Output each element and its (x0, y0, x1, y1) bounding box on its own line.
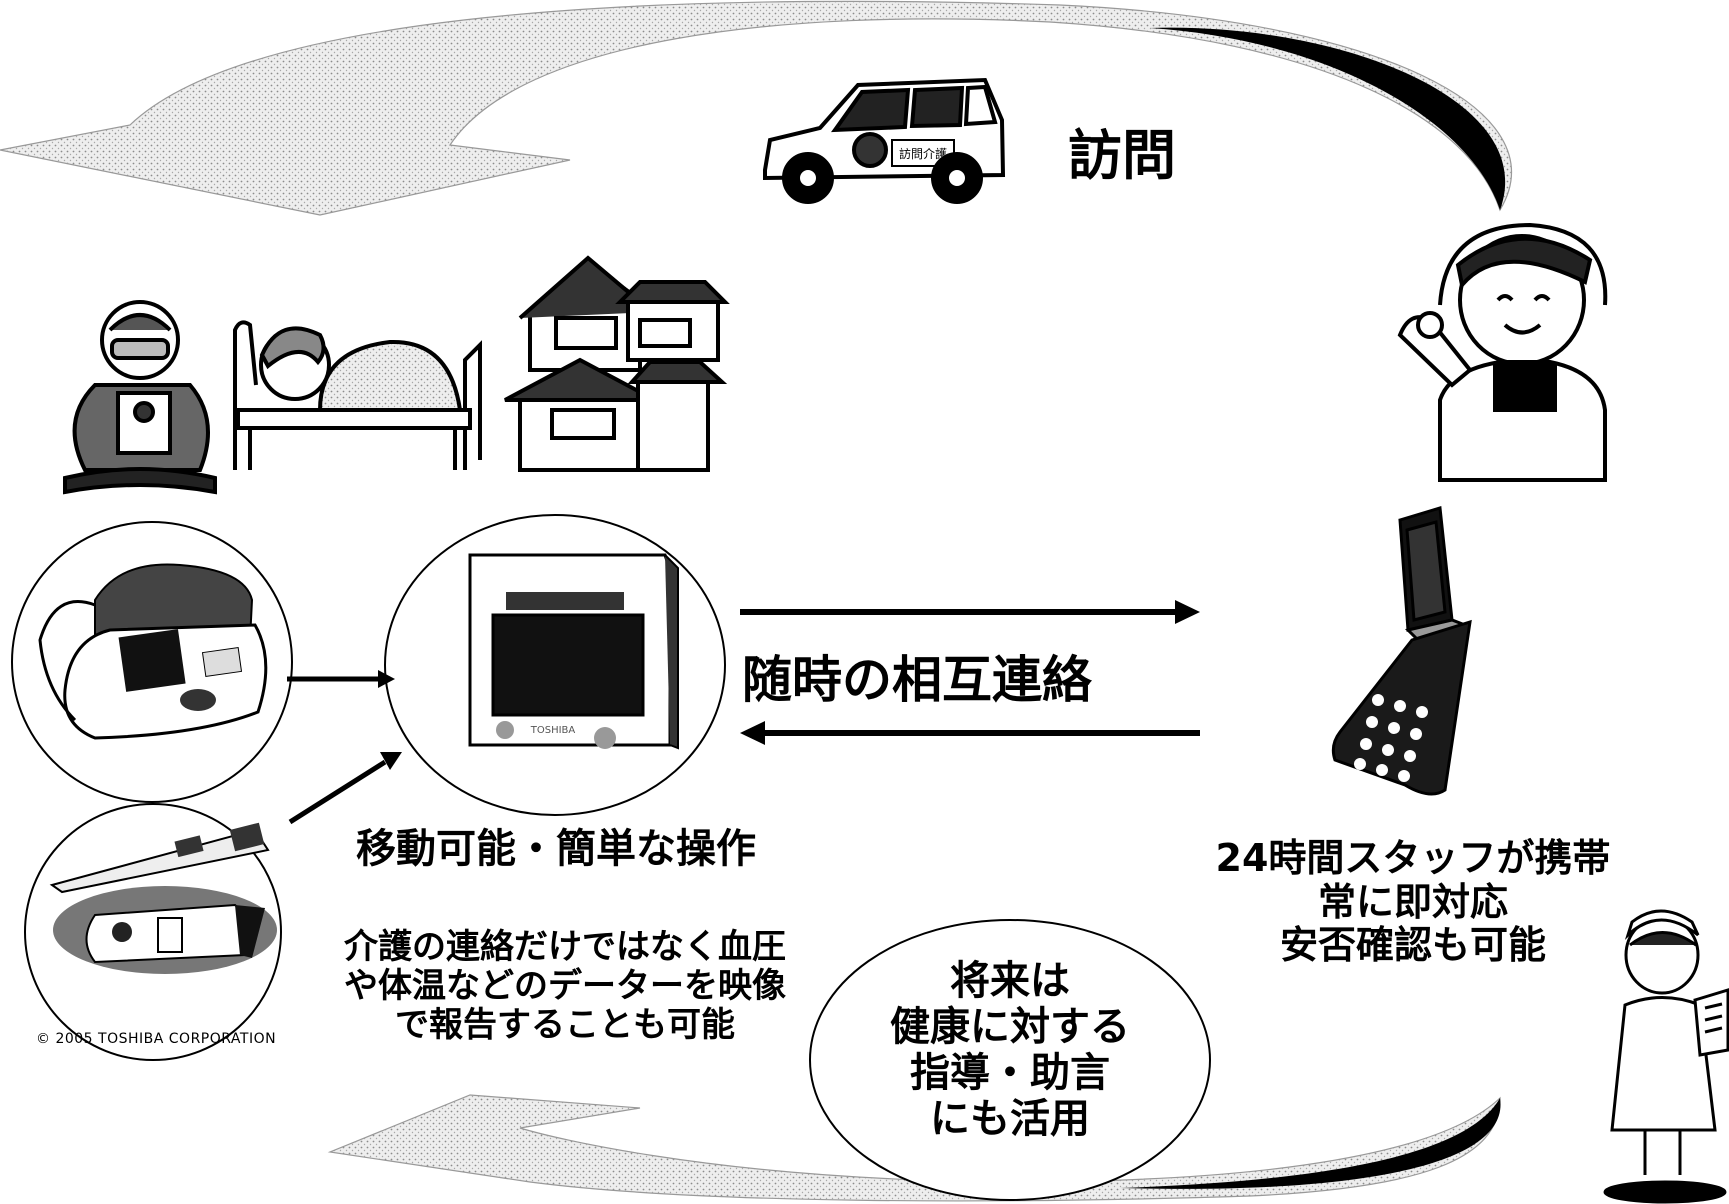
arrow-phone-to-terminal (740, 721, 1200, 745)
visiting-van-illustration: 訪問介護 (763, 77, 1006, 204)
house-illustration (504, 255, 730, 472)
blood-pressure-monitor-circle (11, 521, 293, 803)
future-label: 将来は 健康に対する 指導・助言 にも活用 (825, 958, 1195, 1142)
future-line: 健康に対する (890, 1004, 1130, 1050)
visit-label: 訪問 (1068, 124, 1176, 187)
mobile-operation-label: 移動可能・簡単な操作 (356, 826, 756, 872)
future-line: 将来は (950, 958, 1070, 1004)
bedridden-person-illustration (233, 320, 482, 470)
elderly-man-illustration (63, 300, 217, 495)
mobile-phone-illustration (1331, 506, 1472, 796)
bottom-curved-arrow (327, 1094, 1501, 1202)
communication-terminal-circle: TOSHIBA (384, 514, 726, 816)
arrow-terminal-to-phone (740, 600, 1200, 624)
device-brand-text: TOSHIBA (530, 725, 576, 736)
staff-line: 24時間スタッフが携帯 (1215, 836, 1611, 880)
caregiver-illustration (1397, 222, 1608, 482)
video-report-line: や体温などのデーターを映像 (344, 966, 786, 1007)
van-sign-text: 訪問介護 (899, 146, 947, 161)
arrow-bp-to-terminal (287, 670, 395, 688)
staff-label: 24時間スタッフが携帯 常に即対応 安否確認も可能 (1198, 836, 1628, 968)
top-curved-arrow (0, 0, 1512, 216)
staff-line: 安否確認も可能 (1279, 923, 1546, 968)
thermometer-circle (24, 803, 282, 1061)
future-ellipse (809, 919, 1211, 1201)
nurse-illustration (1603, 909, 1729, 1204)
video-report-line: で報告することも可能 (395, 1005, 735, 1046)
future-line: にも活用 (930, 1096, 1090, 1142)
mutual-contact-label: 随時の相互連絡 (742, 651, 1092, 709)
video-report-line: 介護の連絡だけではなく血圧 (344, 927, 786, 967)
video-report-label: 介護の連絡だけではなく血圧 や体温などのデーターを映像 で報告することも可能 (320, 927, 810, 1046)
future-line: 指導・助言 (910, 1050, 1110, 1096)
copyright-label: © 2005 TOSHIBA CORPORATION (36, 1031, 277, 1047)
arrow-thermometer-to-terminal (288, 752, 402, 825)
staff-line: 常に即対応 (1317, 879, 1508, 924)
